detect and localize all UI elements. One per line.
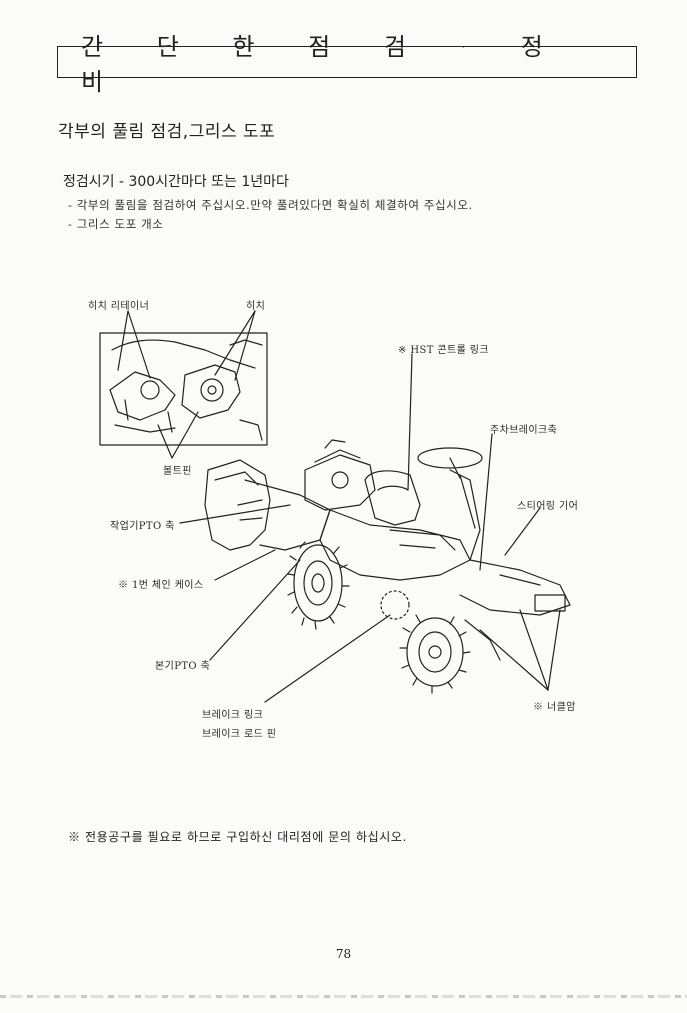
label-brake-rod-pin: 브레이크 로드 핀 [202,729,277,740]
label-work-pto-shaft: 작업기PTO 축 [110,521,175,532]
page-title-box: 간 단 한 점 검 · 정 비 [57,33,637,96]
leader-knuckle-2 [547,609,561,691]
label-bolt-pin: 볼트핀 [163,466,192,477]
bullet-item: - 그리스 도포 개소 [68,217,164,231]
label-hitch: 히치 [246,301,266,312]
label-main-pto-shaft: 본기PTO 축 [155,661,211,672]
special-tool-note: ※ 전용공구를 필요로 하므로 구입하신 대리점에 문의 하십시오. [68,830,407,844]
page-title: 간 단 한 점 검 · 정 비 [81,33,566,96]
leader-knuckle-1 [519,609,549,691]
leader-knuckle-3 [479,629,549,691]
leader-brake-link [264,614,391,703]
label-chain-case: ※ 1번 체인 케이스 [118,580,204,591]
leader-steering [504,507,541,556]
leader-main-pto [209,559,301,661]
page-number: 78 [335,947,352,961]
leader-hst [407,353,413,491]
section-title: 각부의 풀림 점검,그리스 도포 [58,122,276,142]
label-brake-link: 브레이크 링크 [202,710,264,721]
label-hitch-retainer: 히치 리테이너 [88,301,150,312]
label-knuckle-arm: ※ 너클암 [533,702,576,713]
bullet-item: - 각부의 풀림을 점검하여 주십시오.만약 풀려있다면 확실히 체결하여 주십… [68,198,473,212]
leader-work-pto [179,504,291,524]
label-hst-control-link: ※ HST 콘트롤 링크 [398,345,489,356]
label-steering-gear: 스티어링 기어 [517,501,579,512]
inset-frame [99,332,268,446]
leader-chain-case [214,549,276,581]
inspection-subtitle: 정검시기 - 300시간마다 또는 1년마다 [63,174,289,190]
leader-parking-brake [479,433,493,571]
scan-footer-artifact [0,995,687,998]
label-parking-brake-shaft: 주차브레이크축 [490,425,558,436]
